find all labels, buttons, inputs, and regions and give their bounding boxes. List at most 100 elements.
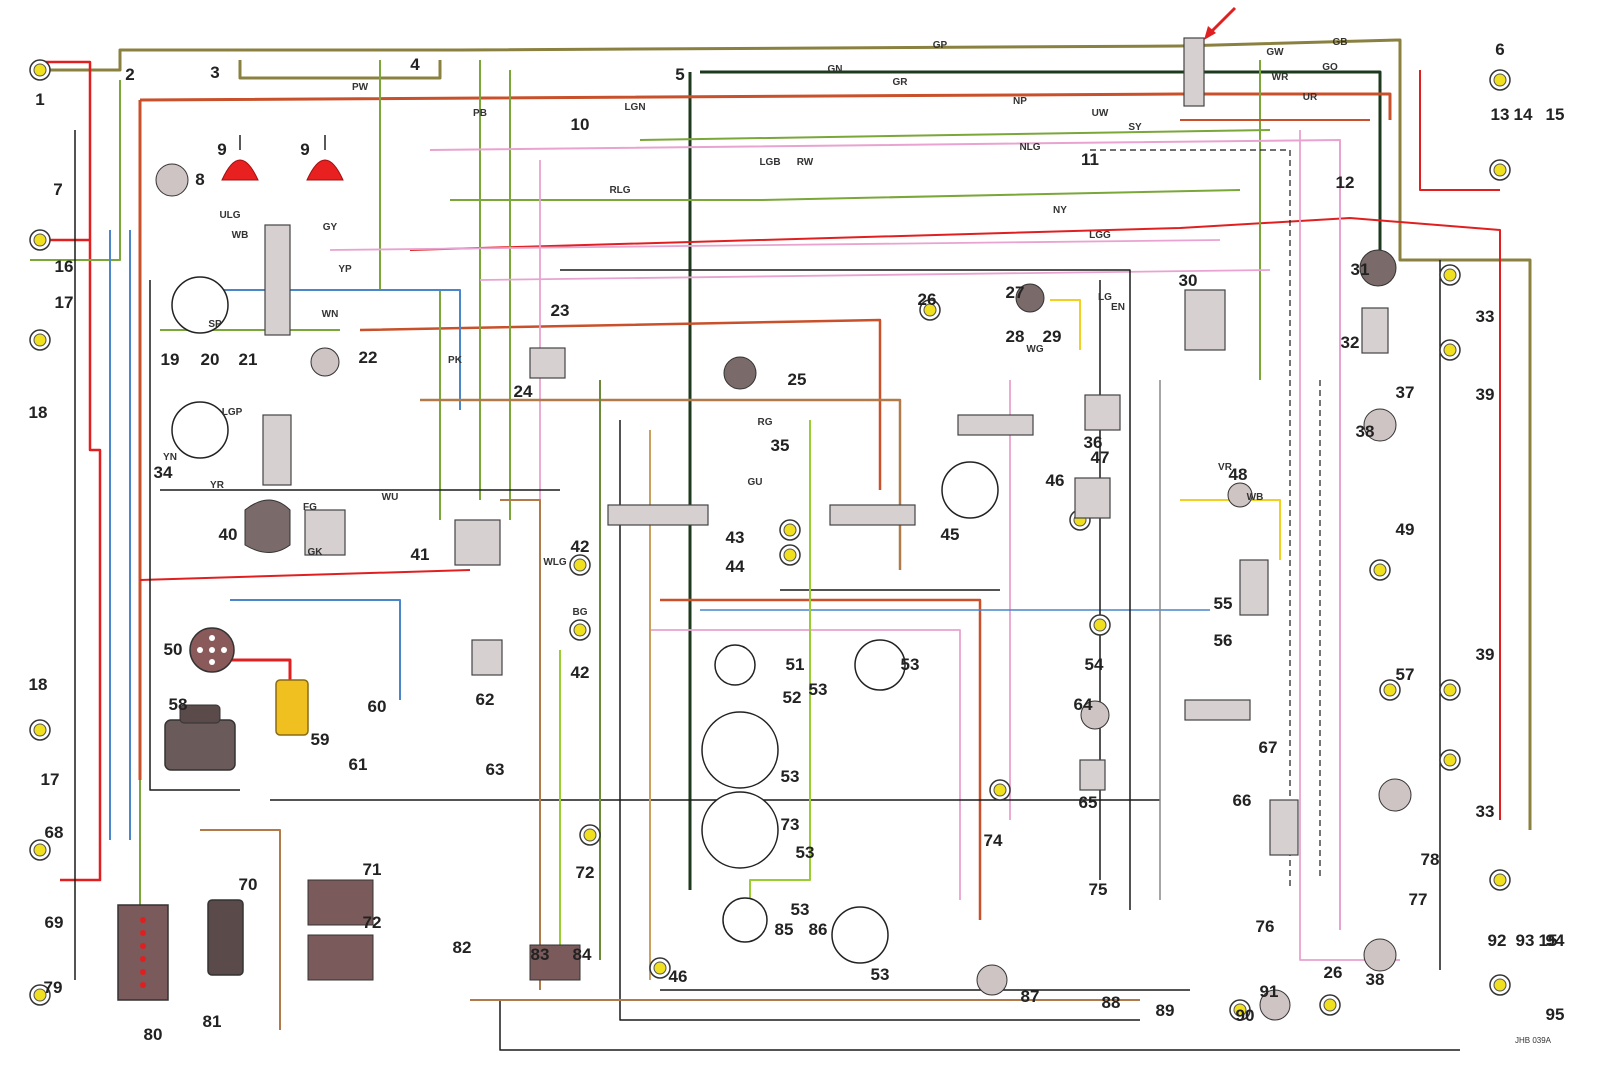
wire-code-label: WB	[1247, 492, 1264, 503]
wire-code-label: GW	[1266, 47, 1284, 58]
wire-49	[500, 499, 541, 990]
wire-code-label: VR	[1218, 462, 1233, 473]
wire-0	[36, 38, 1532, 830]
component-number: 46	[669, 967, 688, 986]
component-number: 23	[551, 301, 570, 320]
wire-code-label: SY	[1128, 122, 1142, 133]
lamp-91-bulb	[1233, 1003, 1247, 1017]
component-number: 77	[1409, 890, 1428, 909]
gauge-53a	[701, 711, 779, 789]
lamp-73	[579, 824, 601, 846]
wire-7	[660, 598, 982, 920]
lamp-26b-bulb	[1323, 998, 1337, 1012]
gauge-52	[714, 644, 756, 686]
gauge-87	[831, 906, 889, 964]
component-number: 79	[44, 978, 63, 997]
relay-block	[304, 509, 346, 556]
component-88	[976, 964, 1008, 996]
lamp-69	[29, 839, 51, 861]
wire-code-label: YP	[338, 264, 352, 275]
lamp-46b-bulb	[653, 961, 667, 975]
horn-9-1	[306, 135, 344, 181]
component-number: 56	[1214, 631, 1233, 650]
component-number: 1	[35, 90, 44, 109]
connector-block-b	[829, 504, 916, 526]
component-number: 54	[1085, 655, 1104, 674]
fuse-block	[262, 414, 292, 486]
horn-9-0	[221, 135, 259, 181]
gauge-74	[701, 791, 779, 869]
wire-code-label: WG	[1026, 344, 1043, 355]
component-number: 66	[1233, 791, 1252, 810]
component-layer	[29, 37, 1511, 1021]
component-number: 27	[1006, 283, 1025, 302]
wire-code-label: NP	[1013, 96, 1027, 107]
wire-6	[359, 318, 882, 490]
wire-51	[1050, 299, 1081, 350]
wire-10	[409, 217, 1501, 820]
component-number: 82	[453, 938, 472, 957]
ignition-coil-60	[275, 679, 309, 736]
wire-code-label: RLG	[609, 185, 630, 196]
component-24	[529, 347, 566, 379]
wire-code-label: BG	[573, 607, 588, 618]
component-number: 17	[41, 770, 60, 789]
component-number: 53	[901, 655, 920, 674]
wire-code-label: PK	[448, 355, 463, 366]
component-number: 68	[45, 823, 64, 842]
component-40	[244, 499, 291, 553]
wire-12	[1419, 70, 1500, 191]
wire-38	[619, 420, 1140, 1021]
component-number: 14	[1514, 105, 1533, 124]
component-number: 5	[675, 65, 684, 84]
lamp-43-bulb	[783, 523, 797, 537]
battery-cell-3	[140, 956, 146, 962]
starter-motor-82	[207, 899, 244, 976]
wire-code-label: RG	[758, 417, 773, 428]
lamp-58	[1379, 679, 1401, 701]
component-number: 18	[29, 403, 48, 422]
component-number: 29	[1043, 327, 1062, 346]
wire-code-label: UR	[1303, 92, 1318, 103]
lamp-16-bulb	[33, 233, 47, 247]
wire-23	[429, 139, 1341, 930]
component-number: 36	[1084, 433, 1103, 452]
battery-cell-1	[140, 930, 146, 936]
component-number: 94	[1546, 931, 1565, 950]
component-number: 12	[1336, 173, 1355, 192]
component-number: 92	[1488, 931, 1507, 950]
component-number: 73	[781, 815, 800, 834]
wire-code-label: WLG	[543, 557, 567, 568]
component-number: 19	[161, 350, 180, 369]
component-number: 25	[788, 370, 807, 389]
component-22	[310, 347, 340, 377]
fan-motor-72a	[307, 879, 374, 926]
component-number: 53	[871, 965, 890, 984]
component-number: 24	[514, 382, 533, 401]
component-number: 78	[1421, 850, 1440, 869]
component-number: 32	[1341, 333, 1360, 352]
component-number: 3	[210, 63, 219, 82]
lamp-15	[1489, 159, 1511, 181]
distributor-terminal-3	[209, 659, 215, 665]
battery-cell-0	[140, 917, 146, 923]
component-number: 22	[359, 348, 378, 367]
lamp-15-bulb	[1493, 163, 1507, 177]
component-number: 61	[349, 755, 368, 774]
horn-body	[306, 159, 344, 181]
component-number: 34	[154, 463, 173, 482]
wire-code-label: LG	[1098, 292, 1112, 303]
component-number: 70	[239, 875, 258, 894]
component-number: 72	[576, 863, 595, 882]
component-number: 6	[1495, 40, 1504, 59]
wire-20	[639, 129, 1271, 141]
lamp-49	[1369, 559, 1391, 581]
lamp-95	[1489, 974, 1511, 996]
component-number: 11	[1081, 150, 1099, 169]
wire-code-label: LGP	[222, 407, 243, 418]
component-number: 59	[311, 730, 330, 749]
component-number: 9	[217, 140, 226, 159]
component-number: 41	[411, 545, 430, 564]
wire-1	[238, 60, 442, 80]
